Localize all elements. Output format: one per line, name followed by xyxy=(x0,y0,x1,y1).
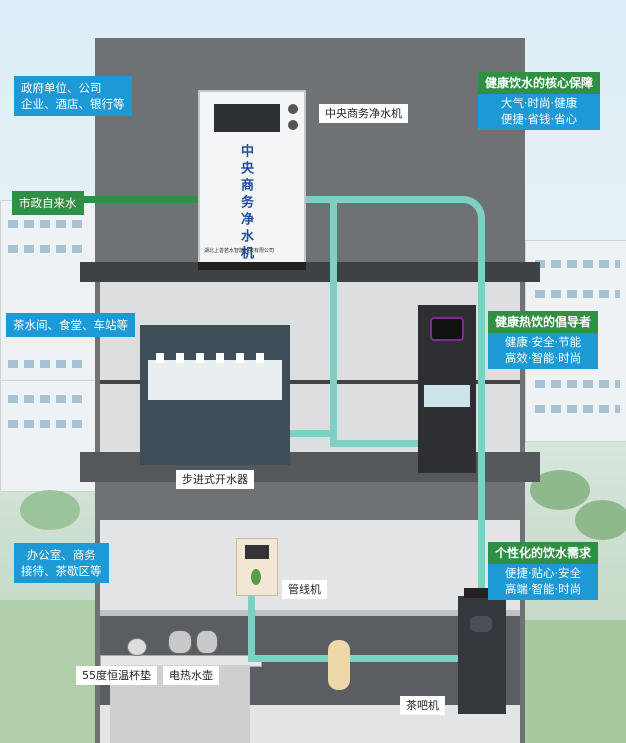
screen-icon xyxy=(245,545,269,559)
label-kettle: 电热水壶 xyxy=(163,666,219,685)
machine-vertical-text: 中央商务净水机 xyxy=(238,144,253,263)
gauge-icon xyxy=(288,120,298,130)
machine-top xyxy=(464,588,500,598)
counter-middle xyxy=(100,380,520,384)
faucet-icon xyxy=(156,353,266,363)
floor-slab-upper xyxy=(80,262,540,282)
wall-dispenser xyxy=(418,305,476,473)
boiler-front-panel xyxy=(148,360,282,400)
tea-bar-machine xyxy=(458,588,506,714)
tag-office: 办公室、商务 接待、茶歇区等 xyxy=(14,543,109,583)
tag-hot-drink: 健康热饮的倡导者 健康·安全·节能 高效·智能·时尚 xyxy=(488,311,599,369)
screen-icon xyxy=(430,317,464,341)
city-water-pipe xyxy=(60,196,205,203)
tag-personal-need: 个性化的饮水需求 便捷·贴心·安全 高端·智能·时尚 xyxy=(488,542,599,600)
machine-window xyxy=(214,104,280,132)
machine-base xyxy=(198,262,306,270)
label-tea-bar: 茶吧机 xyxy=(400,696,445,715)
teapot-icon xyxy=(127,638,147,656)
kettle-icon xyxy=(470,616,492,632)
water-cylinder xyxy=(328,640,350,690)
kitchen-counter xyxy=(100,610,520,616)
tag-city-water: 市政自来水 xyxy=(12,191,84,215)
label-central-purifier: 中央商务净水机 xyxy=(319,104,408,123)
machine-company-text: 湖北上善若水智能科技有限公司 xyxy=(204,248,275,254)
plant-icon xyxy=(251,569,261,585)
gauge-icon xyxy=(288,104,298,114)
central-purifier-machine: 中央商务净水机 湖北上善若水智能科技有限公司 xyxy=(198,90,306,266)
kettle-icon xyxy=(168,630,192,654)
tag-core-guarantee: 健康饮水的核心保障 大气·时尚·健康 便捷·省钱·省心 xyxy=(478,72,601,130)
tag-gov-company: 政府单位、公司 企业、酒店、银行等 xyxy=(14,76,132,116)
dispenser-nozzle xyxy=(424,385,470,407)
tag-tea-room: 茶水间、食堂、车站等 xyxy=(6,313,135,337)
label-cup-mat: 55度恒温杯垫 xyxy=(76,666,157,685)
label-pipeline-machine: 管线机 xyxy=(282,580,327,599)
pipeline-machine xyxy=(236,538,278,596)
kettle-icon xyxy=(196,630,218,654)
step-boiler xyxy=(140,325,290,465)
label-step-boiler: 步进式开水器 xyxy=(176,470,254,489)
